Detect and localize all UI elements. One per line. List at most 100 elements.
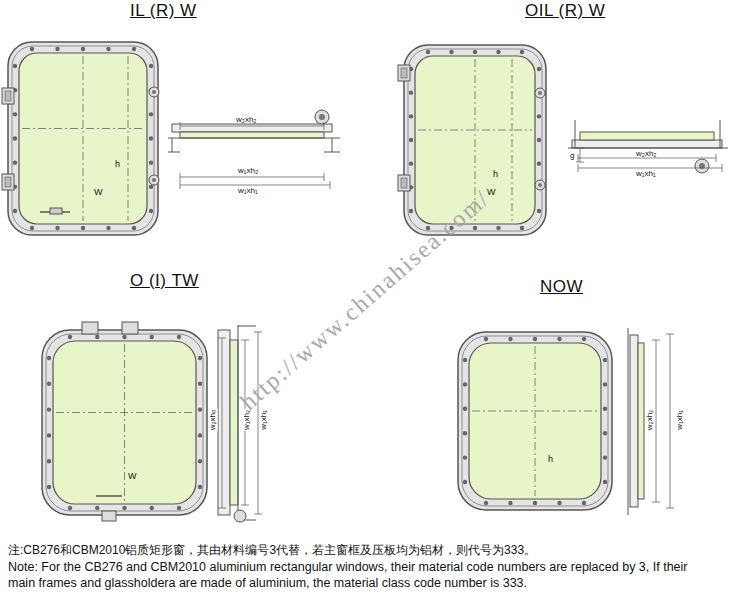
bolt xyxy=(13,136,17,140)
dimension-label: w₁xh₁ xyxy=(238,187,258,196)
dog-pin xyxy=(319,114,325,120)
side-glass xyxy=(180,132,324,138)
drawing-line xyxy=(241,505,249,506)
bolt xyxy=(198,459,202,463)
bolt xyxy=(81,47,85,51)
bolt xyxy=(30,47,34,51)
drawing-line xyxy=(666,508,674,509)
bolt xyxy=(13,64,17,68)
center-line xyxy=(124,344,125,501)
drawing-line xyxy=(168,152,180,153)
bolt xyxy=(603,358,607,362)
drawing-line xyxy=(670,334,671,508)
drawing-line xyxy=(332,138,333,152)
dog-clamp xyxy=(234,510,246,522)
bolt xyxy=(47,485,51,489)
drawing-line xyxy=(628,328,629,515)
drawing-line xyxy=(716,154,717,162)
bolt xyxy=(603,382,607,386)
dog-clamp xyxy=(695,159,709,173)
bolt xyxy=(463,382,467,386)
frame-edge xyxy=(462,336,608,506)
top-hinge xyxy=(122,322,138,334)
drawing-line xyxy=(578,168,722,169)
center-line xyxy=(418,130,532,131)
drawing-line xyxy=(238,326,256,327)
window-type-title: O (I) TW xyxy=(130,272,199,291)
dog-pin xyxy=(152,90,156,94)
bolt xyxy=(30,226,34,230)
bolt xyxy=(149,112,153,116)
bolt xyxy=(603,431,607,435)
bolt xyxy=(409,209,413,213)
window-glass xyxy=(469,343,601,499)
bolt xyxy=(122,506,126,510)
dog-pin xyxy=(538,183,542,187)
drawing-line xyxy=(578,164,579,172)
window-frame xyxy=(8,42,158,235)
bolt xyxy=(150,335,154,339)
drawing-line xyxy=(218,338,226,339)
bolt xyxy=(409,161,413,165)
bolt xyxy=(132,47,136,51)
bolt xyxy=(537,67,541,71)
bolt xyxy=(537,209,541,213)
drawing-line xyxy=(238,325,239,522)
drawing-line xyxy=(180,181,181,189)
dog-clamp xyxy=(149,87,159,97)
hinge-pin xyxy=(5,91,11,101)
bolt xyxy=(409,90,413,94)
bolt xyxy=(409,138,413,142)
bolt xyxy=(520,50,524,54)
drawing-line xyxy=(180,185,330,186)
dog-clamp xyxy=(535,180,545,190)
bolt xyxy=(47,433,51,437)
bolt xyxy=(55,47,59,51)
bolt xyxy=(449,50,453,54)
center-line xyxy=(472,411,598,412)
drawing-line xyxy=(180,126,324,127)
dog-pin xyxy=(538,91,542,95)
bolt xyxy=(603,407,607,411)
drawing-line xyxy=(330,181,331,189)
drawing-line xyxy=(180,122,181,130)
bolt xyxy=(582,337,586,341)
drawing-line xyxy=(722,164,723,172)
dimension-label: w₂xh₀ xyxy=(209,409,218,432)
bolt xyxy=(463,455,467,459)
bolt xyxy=(537,161,541,165)
drawing-line xyxy=(172,138,173,152)
drawing-line xyxy=(254,332,262,333)
dimension-label: w₁xh₂ xyxy=(238,167,258,176)
dimension-label: h xyxy=(493,170,498,180)
bolt xyxy=(484,337,488,341)
bolt xyxy=(55,226,59,230)
bolt xyxy=(198,485,202,489)
center-line xyxy=(56,412,193,413)
drawing-line xyxy=(652,340,660,341)
dimension-label: W xyxy=(94,188,103,198)
drawing-line xyxy=(180,173,181,181)
bolt xyxy=(149,160,153,164)
bolt xyxy=(533,337,537,341)
side-frame xyxy=(572,140,722,148)
dog-clamp xyxy=(535,88,545,98)
bolt xyxy=(198,407,202,411)
side-frame xyxy=(172,124,332,132)
bolt xyxy=(149,64,153,68)
bolt xyxy=(603,480,607,484)
dimension-label: w₂xh₂ xyxy=(236,116,256,125)
drawing-line xyxy=(324,152,340,153)
side-glass xyxy=(638,343,644,499)
bolt xyxy=(520,226,524,230)
bolt xyxy=(68,506,72,510)
bolt xyxy=(47,407,51,411)
window-type-title: IL (R) W xyxy=(130,2,197,21)
center-line xyxy=(83,56,84,221)
bolt xyxy=(537,114,541,118)
handle xyxy=(50,208,62,214)
bolt xyxy=(473,50,477,54)
dog-clamp xyxy=(315,110,329,124)
bolt xyxy=(198,382,202,386)
bolt xyxy=(426,50,430,54)
